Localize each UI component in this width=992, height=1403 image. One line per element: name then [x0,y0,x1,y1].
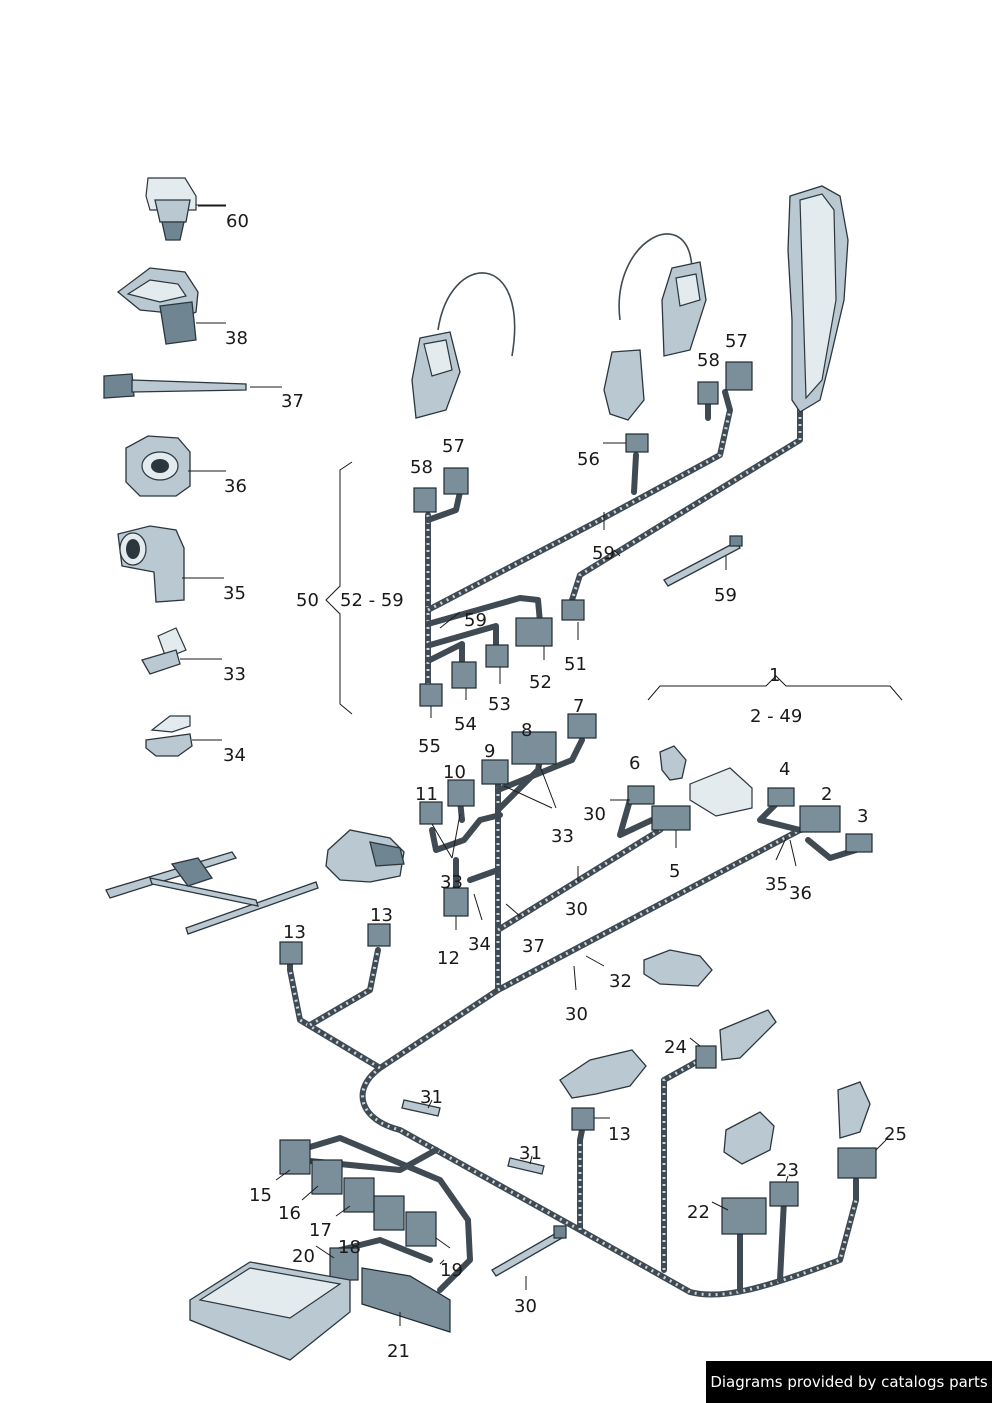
label-54: 54 [454,714,477,735]
label-1: 1 [769,665,780,686]
label-52-59: 52 - 59 [340,590,404,611]
label-35-harness: 35 [765,874,788,895]
label-58-right: 58 [697,350,720,371]
main-leaders [198,205,887,1326]
seat-rail-frame [105,851,319,935]
label-34: 34 [223,745,246,766]
main-connectors [279,713,877,1333]
label-9: 9 [484,741,495,762]
label-2-49: 2 - 49 [750,706,802,727]
label-53: 53 [488,694,511,715]
label-2: 2 [821,784,832,805]
label-33: 33 [223,664,246,685]
label-38: 38 [225,328,248,349]
label-31-right: 31 [519,1143,542,1164]
belt-buckle-sensor-upper [411,233,707,421]
label-23: 23 [776,1160,799,1181]
upper-seat-harness [421,389,803,703]
cable-tie-part-37 [103,373,282,399]
clip-part-34 [145,715,222,757]
part-number-labels: 60 38 37 36 35 33 34 50 52 - 59 58 57 56… [223,211,907,1362]
elbow-boot-part-35 [117,525,224,603]
clip-part-60 [145,177,226,241]
diagram-credit-banner: Diagrams provided by catalogs parts [706,1361,992,1403]
label-30-main: 30 [565,1004,588,1025]
label-5: 5 [669,861,680,882]
upper-connectors [413,361,753,707]
label-34-harness: 34 [468,934,491,955]
seat-side-airbag [787,185,849,413]
label-33-lower: 33 [440,872,463,893]
label-16: 16 [278,1203,301,1224]
label-8: 8 [521,720,532,741]
label-19: 19 [440,1260,463,1281]
label-30-tie: 30 [514,1296,537,1317]
label-18: 18 [338,1237,361,1258]
label-30-mid: 30 [565,899,588,920]
label-57-right: 57 [725,331,748,352]
cable-ties-lower [401,1099,567,1277]
label-33-upper: 33 [551,826,574,847]
label-3: 3 [857,806,868,827]
label-56: 56 [577,449,600,470]
label-6: 6 [629,753,640,774]
cable-tie-59 [663,535,743,587]
label-60: 60 [226,211,249,232]
label-20: 20 [292,1246,315,1267]
label-55: 55 [418,736,441,757]
label-24: 24 [664,1037,687,1058]
label-22: 22 [687,1202,710,1223]
label-37: 37 [281,391,304,412]
group-bracket-1 [647,675,903,701]
label-25: 25 [884,1124,907,1145]
label-37-harness: 37 [522,936,545,957]
label-15: 15 [249,1185,272,1206]
label-21: 21 [387,1341,410,1362]
label-52: 52 [529,672,552,693]
clip-part-33 [141,627,222,675]
label-10: 10 [443,762,466,783]
label-36-harness: 36 [789,883,812,904]
label-4: 4 [779,759,790,780]
control-modules [189,745,871,1361]
label-59-tie: 59 [714,585,737,606]
label-13-right: 13 [608,1124,631,1145]
label-36: 36 [224,476,247,497]
label-58-left: 58 [410,457,433,478]
grommet-part-36 [125,435,226,497]
label-7: 7 [573,696,584,717]
label-31-left: 31 [420,1087,443,1108]
label-50: 50 [296,590,319,611]
label-30-short: 30 [583,804,606,825]
label-11: 11 [415,784,438,805]
label-35: 35 [223,583,246,604]
label-59-branch: 59 [464,610,487,631]
label-57-left: 57 [442,436,465,457]
label-51: 51 [564,654,587,675]
label-32: 32 [609,971,632,992]
label-59-cable: 59 [592,543,615,564]
label-17: 17 [309,1220,332,1241]
label-12: 12 [437,948,460,969]
label-13-mid: 13 [370,905,393,926]
connector-housing-part-38 [116,267,226,345]
group-bracket-50 [325,461,353,715]
upper-leaders [430,442,727,718]
label-13-left: 13 [283,922,306,943]
